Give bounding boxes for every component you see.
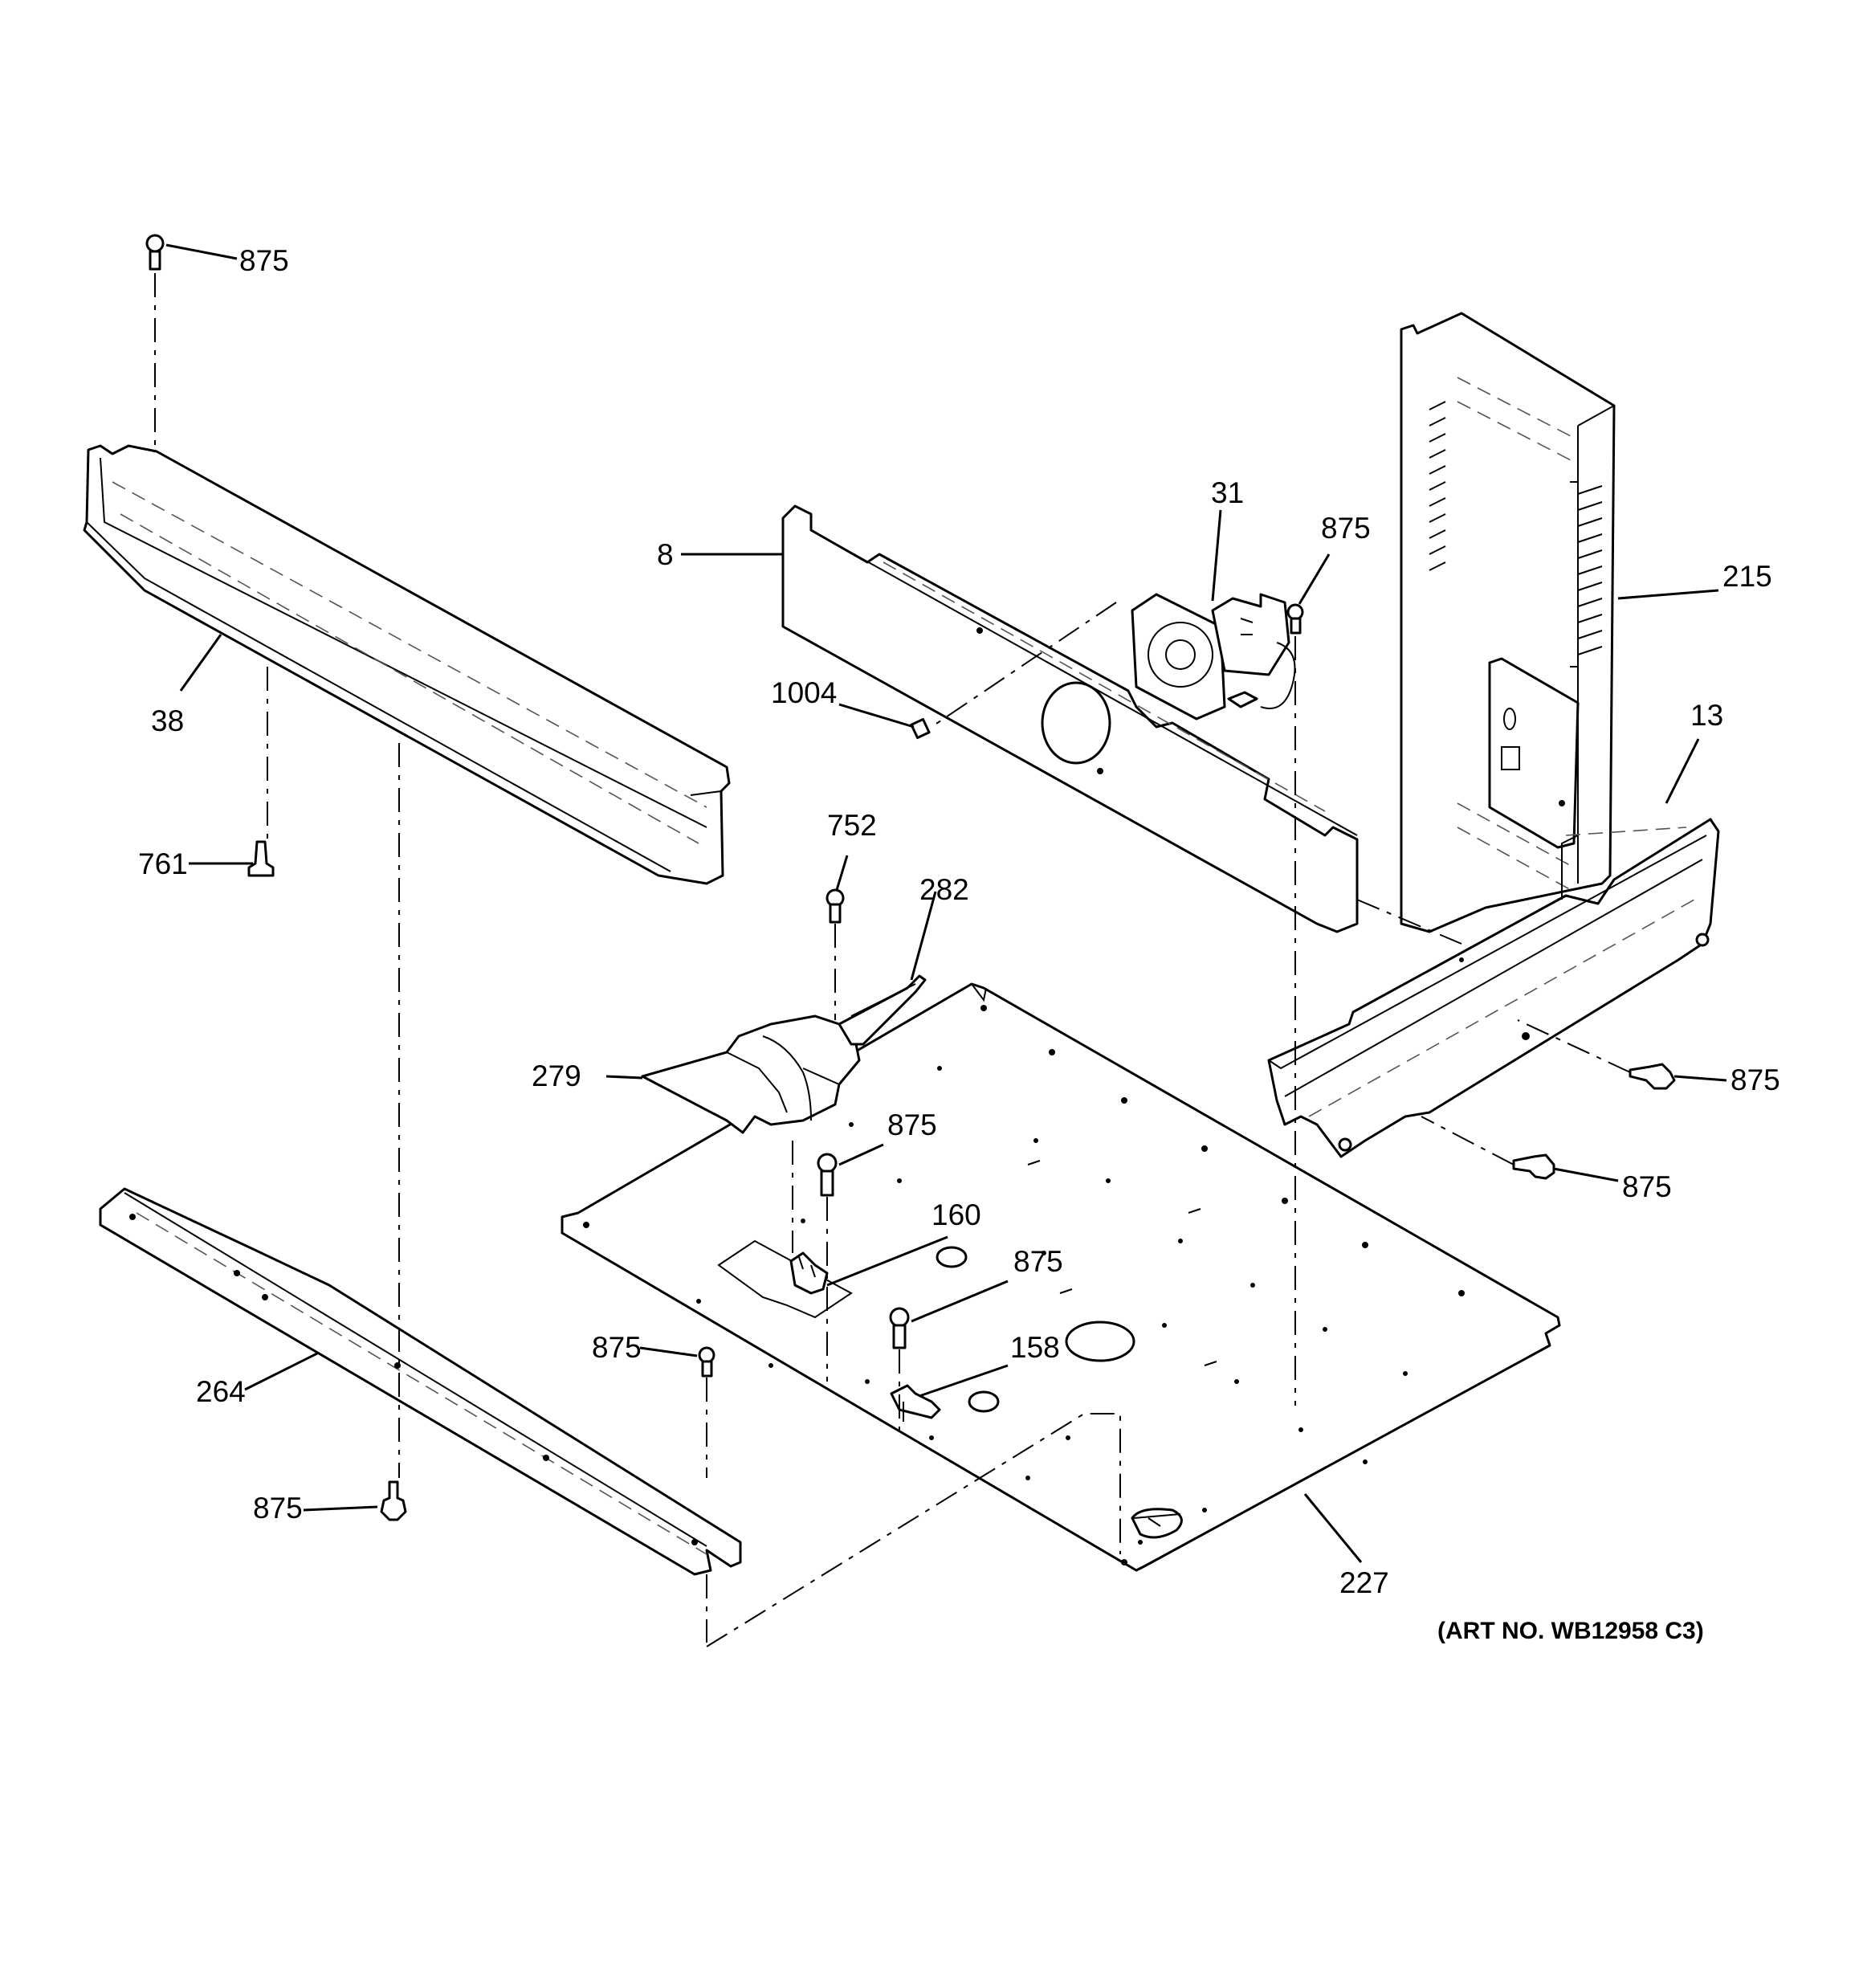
callout-158: 158 (1010, 1331, 1060, 1364)
part-8-panel (781, 504, 1359, 933)
callout-215: 215 (1722, 560, 1772, 593)
callout-875-top-left: 875 (239, 244, 289, 277)
part-227-base-plate (561, 982, 1561, 1572)
screw-875-bottom-left (380, 1480, 407, 1521)
screw-875-lower-mid (889, 1307, 910, 1349)
callout-38: 38 (151, 704, 184, 737)
callout-8: 8 (657, 538, 674, 571)
screw-875-top-left (145, 234, 165, 271)
screw-875-left (698, 1346, 715, 1378)
callout-875-left-screw: 875 (592, 1331, 642, 1364)
callout-875-mid: 875 (887, 1108, 937, 1141)
leader-lines (165, 243, 1727, 1563)
callout-1004: 1004 (771, 676, 837, 709)
callout-875-lower-mid: 875 (1013, 1245, 1063, 1278)
callout-752: 752 (827, 809, 877, 842)
art-number: (ART NO. WB12958 C3) (1437, 1618, 1704, 1644)
part-279-duct (641, 1014, 861, 1134)
callout-279: 279 (532, 1059, 581, 1092)
screw-1004 (910, 717, 931, 740)
screw-761 (247, 840, 275, 877)
part-264-bracket (99, 1187, 742, 1576)
callout-875-bottom-left: 875 (253, 1492, 303, 1525)
part-160-thermostat (789, 1251, 829, 1295)
screw-752 (826, 888, 845, 924)
part-31-fan (1131, 593, 1296, 720)
part-38-trim (83, 444, 731, 885)
base-plate-holes (583, 1005, 1465, 1565)
callout-264: 264 (196, 1375, 246, 1408)
part-13-side-bracket (1267, 818, 1720, 1158)
screw-875-right-lower (1512, 1153, 1555, 1180)
screw-875-fan (1286, 603, 1304, 635)
callout-875-fan: 875 (1321, 512, 1371, 545)
part-215-side-panel (1400, 312, 1616, 933)
callout-160: 160 (932, 1198, 981, 1231)
assembly-lines (154, 273, 1631, 1647)
callout-labels: 875 38 761 264 875 8 1004 31 875 215 13 … (138, 244, 1780, 1599)
callout-282: 282 (919, 873, 969, 906)
screw-875-mid (817, 1153, 838, 1197)
callout-875-right-lower: 875 (1622, 1170, 1672, 1203)
callout-13: 13 (1690, 699, 1723, 732)
callout-227: 227 (1339, 1566, 1389, 1599)
part-158-thermostat (890, 1384, 941, 1422)
screw-875-right-upper (1629, 1063, 1676, 1090)
callout-31: 31 (1211, 476, 1244, 509)
callout-761: 761 (138, 847, 188, 880)
part-282-tube (838, 974, 927, 1046)
callout-875-right-upper: 875 (1731, 1063, 1780, 1096)
